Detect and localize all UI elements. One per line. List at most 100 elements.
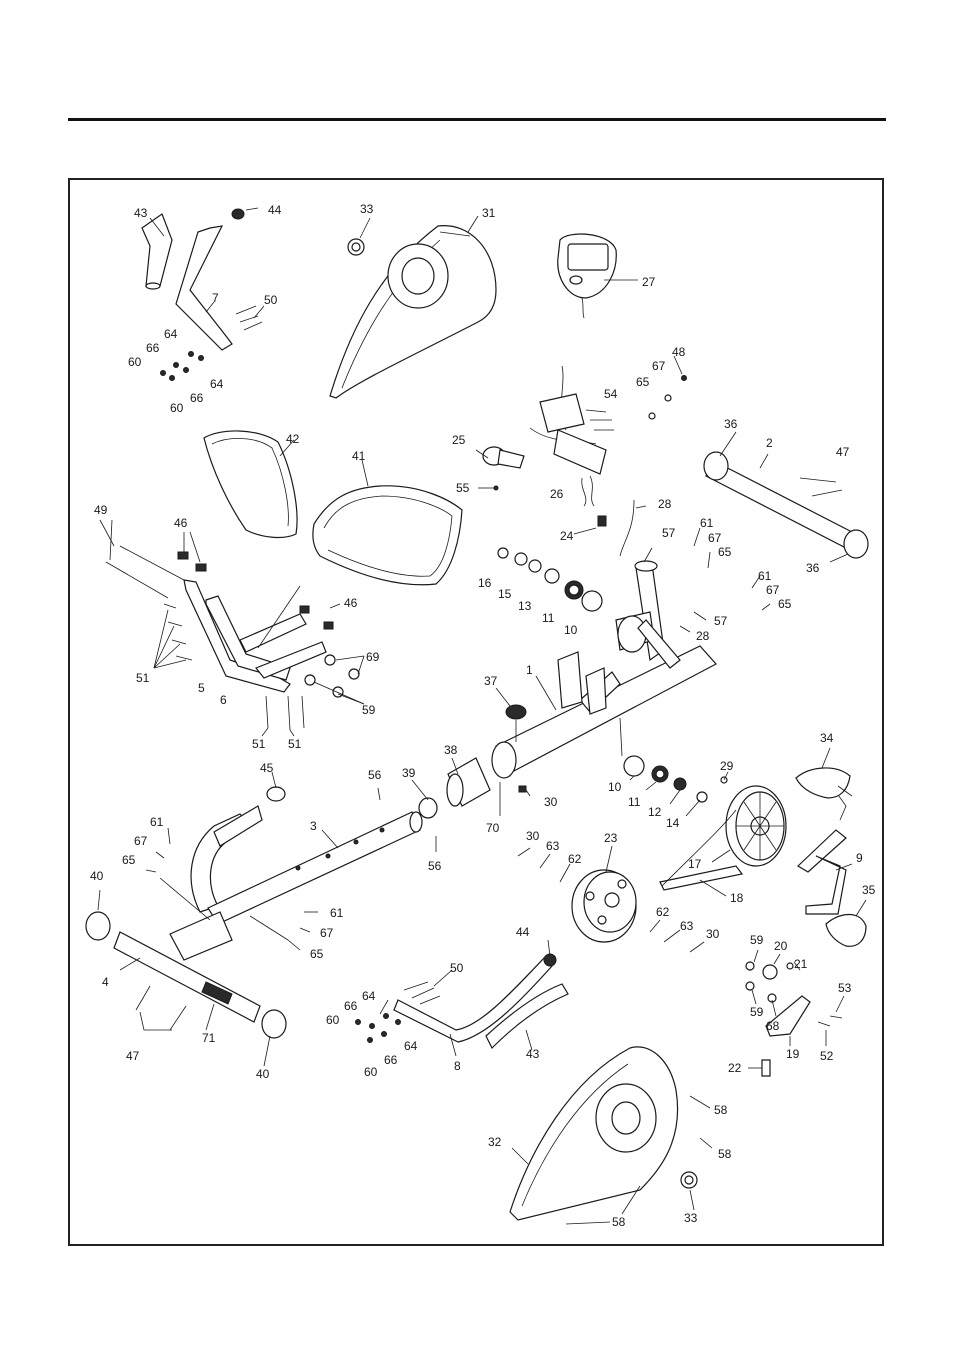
callout-62: 62: [656, 905, 670, 919]
callout-70: 70: [486, 821, 500, 835]
callout-40: 40: [256, 1067, 270, 1081]
callout-60: 60: [326, 1013, 340, 1027]
callout-49: 49: [94, 503, 108, 517]
flywheel-23-part: [571, 869, 637, 943]
callout-20: 20: [774, 939, 788, 953]
callout-59: 59: [362, 703, 376, 717]
callout-55: 55: [456, 481, 470, 495]
callout-12: 12: [648, 805, 662, 819]
bearing-set-lower-part: [623, 755, 728, 803]
console-mast-26-part: [482, 365, 687, 557]
callout-61: 61: [758, 569, 772, 583]
callout-25: 25: [452, 433, 466, 447]
callout-65: 65: [636, 375, 650, 389]
callout-17: 17: [688, 857, 702, 871]
callout-69: 69: [366, 650, 380, 664]
callout-42: 42: [286, 432, 300, 446]
pulley-17-part: [725, 785, 787, 867]
callout-44: 44: [516, 925, 530, 939]
leader-lines: [97, 207, 867, 1225]
callout-50: 50: [450, 961, 464, 975]
diagram-frame: [68, 178, 884, 1246]
main-frame-1-part: [491, 560, 717, 779]
callout-5: 5: [198, 681, 205, 695]
bearing-set-upper-part: [497, 547, 603, 612]
callout-65: 65: [718, 545, 732, 559]
left-shroud-32-part: [509, 1046, 698, 1221]
callout-27: 27: [642, 275, 656, 289]
callout-labels: 43 44 7 50 64 66 60 60 66 64 33 31 27 48…: [90, 202, 876, 1229]
callout-47: 47: [126, 1049, 140, 1063]
callout-18: 18: [730, 891, 744, 905]
rear-stabilizer-4-part: [85, 911, 287, 1039]
front-stabilizer-2-part: [703, 451, 869, 559]
callout-36: 36: [806, 561, 820, 575]
callout-64: 64: [210, 377, 224, 391]
callout-6: 6: [220, 693, 227, 707]
callout-67: 67: [708, 531, 722, 545]
callout-31: 31: [482, 206, 496, 220]
callout-7: 7: [212, 291, 219, 305]
callout-58: 58: [612, 1215, 626, 1229]
callout-43: 43: [134, 206, 148, 220]
callout-28: 28: [658, 497, 672, 511]
callout-46: 46: [344, 596, 358, 610]
callout-21: 21: [794, 957, 808, 971]
callout-45: 45: [260, 761, 274, 775]
callout-59: 59: [750, 1005, 764, 1019]
callout-23: 23: [604, 831, 618, 845]
handlebar-7-part: [141, 208, 263, 381]
callout-47: 47: [836, 445, 850, 459]
callout-60: 60: [364, 1065, 378, 1079]
callout-66: 66: [344, 999, 358, 1013]
callout-8: 8: [454, 1059, 461, 1073]
callout-67: 67: [766, 583, 780, 597]
callout-58: 58: [718, 1147, 732, 1161]
callout-26: 26: [550, 487, 564, 501]
callout-43: 43: [526, 1047, 540, 1061]
console-27-part: [557, 233, 617, 319]
callout-57: 57: [662, 526, 676, 540]
drive-belt-18-part: [659, 809, 744, 891]
callout-15: 15: [498, 587, 512, 601]
callout-54: 54: [604, 387, 618, 401]
right-shroud-31-part: [329, 225, 497, 399]
callout-29: 29: [720, 759, 734, 773]
callout-64: 64: [164, 327, 178, 341]
callout-1: 1: [526, 663, 533, 677]
callout-65: 65: [778, 597, 792, 611]
callout-62: 62: [568, 852, 582, 866]
callout-64: 64: [362, 989, 376, 1003]
callout-67: 67: [134, 834, 148, 848]
callout-3: 3: [310, 819, 317, 833]
callout-11: 11: [628, 795, 641, 809]
callout-66: 66: [190, 391, 204, 405]
callout-65: 65: [122, 853, 136, 867]
callout-60: 60: [170, 401, 184, 415]
callout-16: 16: [478, 576, 492, 590]
callout-60: 60: [128, 355, 142, 369]
callout-50: 50: [264, 293, 278, 307]
callout-41: 41: [352, 449, 366, 463]
callout-10: 10: [564, 623, 578, 637]
rear-post-3-part: [190, 786, 438, 925]
callout-71: 71: [202, 1031, 216, 1045]
callout-19: 19: [786, 1047, 800, 1061]
callout-24: 24: [560, 529, 574, 543]
callout-30: 30: [526, 829, 540, 843]
callout-59: 59: [750, 933, 764, 947]
callout-68: 68: [766, 1019, 780, 1033]
callout-14: 14: [666, 816, 680, 830]
callout-63: 63: [680, 919, 694, 933]
callout-67: 67: [320, 926, 334, 940]
callout-2: 2: [766, 436, 773, 450]
callout-48: 48: [672, 345, 686, 359]
callout-66: 66: [146, 341, 160, 355]
callout-11: 11: [542, 611, 555, 625]
pedal-34-part: [795, 767, 853, 799]
callout-33: 33: [684, 1211, 698, 1225]
callout-61: 61: [330, 906, 344, 920]
callout-52: 52: [820, 1049, 834, 1063]
